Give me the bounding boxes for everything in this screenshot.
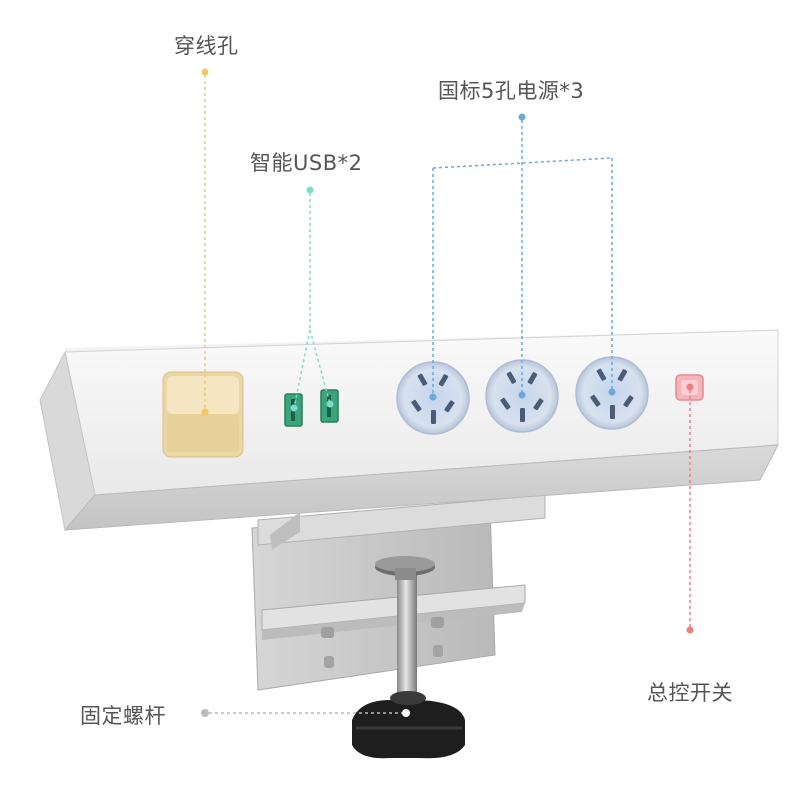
cable-hole-icon xyxy=(162,371,244,458)
callout-line-outlets xyxy=(429,113,616,401)
callout-line-screw xyxy=(201,709,410,717)
label-cable-hole: 穿线孔 xyxy=(174,34,239,58)
label-screw: 固定螺杆 xyxy=(80,704,166,728)
outlet-icon xyxy=(396,356,649,435)
label-switch: 总控开关 xyxy=(647,681,733,705)
callout-line-switch xyxy=(686,383,694,634)
callout-line-cable-hole xyxy=(201,68,209,416)
clamp-screw-icon xyxy=(251,494,546,705)
callout-line-usb xyxy=(290,186,334,412)
label-usb: 智能USB*2 xyxy=(250,151,363,175)
power-strip-body xyxy=(39,329,779,532)
label-outlets: 国标5孔电源*3 xyxy=(438,79,585,103)
knob-icon xyxy=(352,691,465,759)
